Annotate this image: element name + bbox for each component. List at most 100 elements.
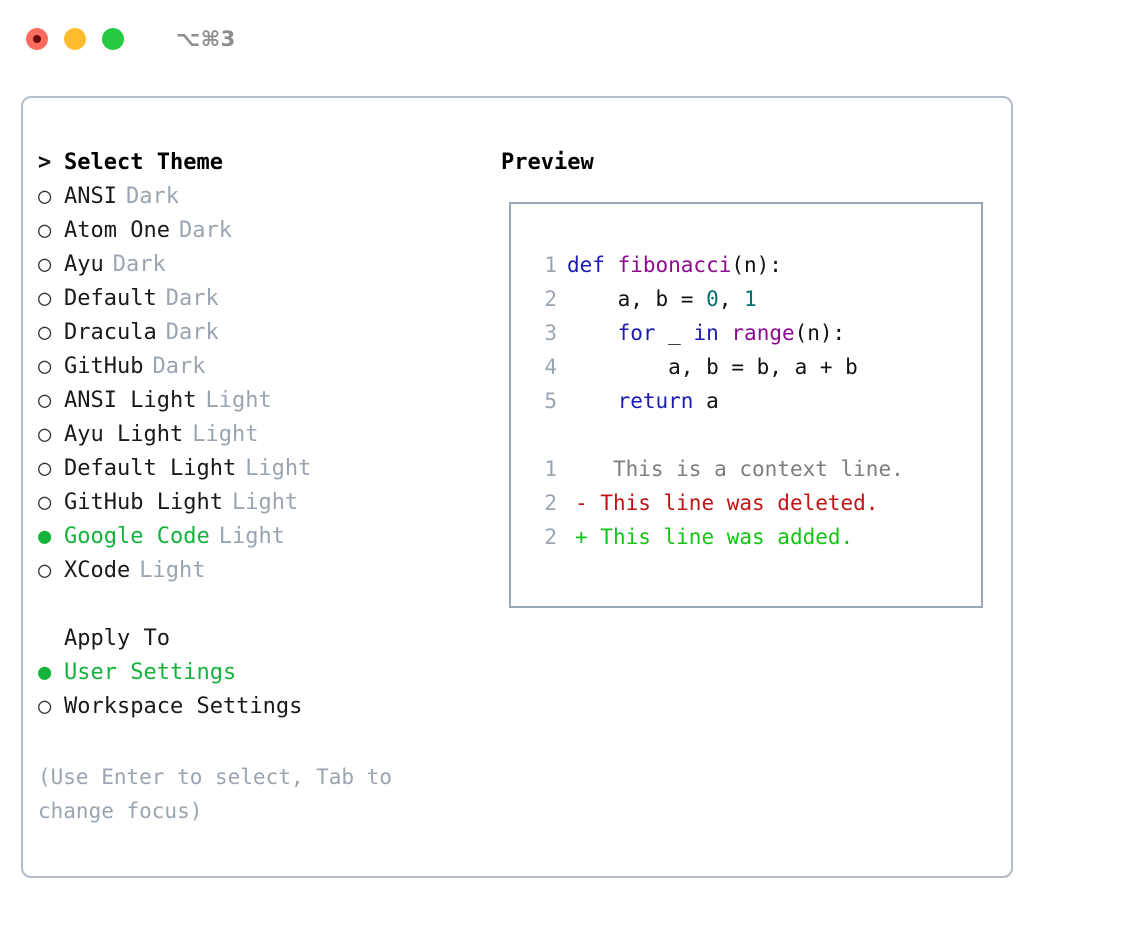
list-spacer bbox=[38, 588, 468, 622]
theme-variant-tag: Light bbox=[205, 388, 272, 413]
diff-line-number: 2 bbox=[544, 491, 557, 515]
radio-unselected-icon[interactable]: ○ bbox=[38, 422, 52, 447]
apply-to-header-label: Apply To bbox=[64, 626, 170, 651]
theme-list-item[interactable]: ○ Ayu Light Light bbox=[38, 418, 468, 452]
apply-to-list-item[interactable]: ●User Settings bbox=[38, 656, 468, 690]
code-line-text: a, b = b, a + b bbox=[567, 350, 858, 384]
code-token-plain: _ bbox=[655, 321, 694, 345]
code-line: 5 return a bbox=[523, 384, 973, 418]
close-window-button[interactable] bbox=[26, 28, 48, 50]
radio-unselected-icon[interactable]: ○ bbox=[38, 320, 52, 345]
theme-variant-tag: Light bbox=[218, 524, 285, 549]
radio-unselected-icon[interactable]: ○ bbox=[38, 558, 52, 583]
apply-to-list-item[interactable]: ○Workspace Settings bbox=[38, 690, 468, 724]
apply-to-list: ●User Settings○Workspace Settings bbox=[38, 656, 468, 724]
code-token-plain bbox=[719, 321, 732, 345]
diff-line-number: 2 bbox=[544, 525, 557, 549]
diff-line-text: This line was deleted. bbox=[587, 491, 879, 515]
radio-unselected-icon[interactable]: ○ bbox=[38, 184, 52, 209]
radio-unselected-icon[interactable]: ○ bbox=[38, 218, 52, 243]
radio-unselected-icon[interactable]: ○ bbox=[38, 388, 52, 413]
preview-column: Preview bbox=[501, 146, 991, 180]
code-token-num: 0 bbox=[706, 287, 719, 311]
radio-unselected-icon[interactable]: ○ bbox=[38, 286, 52, 311]
maximize-window-button[interactable] bbox=[102, 28, 124, 50]
apply-to-header: ○ Apply To bbox=[38, 622, 468, 656]
code-token-plain: , bbox=[718, 287, 745, 311]
code-line-number: 4 bbox=[544, 355, 557, 379]
code-line: 4 a, b = b, a + b bbox=[523, 350, 973, 384]
theme-list-item-label: GitHub bbox=[64, 354, 144, 379]
theme-list-item-label: Atom One bbox=[64, 218, 170, 243]
theme-variant-tag: Dark bbox=[152, 354, 206, 379]
code-line: 1 def fibonacci(n): bbox=[523, 248, 973, 282]
theme-list-item[interactable]: ○ Atom One Dark bbox=[38, 214, 468, 248]
theme-list-item-label: Ayu Light bbox=[64, 422, 184, 447]
select-theme-header: > Select Theme bbox=[38, 146, 468, 180]
code-token-fn: fibonacci bbox=[617, 253, 732, 277]
diff-line: 2- This line was deleted. bbox=[523, 486, 973, 520]
code-token-kw: for bbox=[617, 321, 656, 345]
code-token-kw: in bbox=[693, 321, 719, 345]
theme-variant-tag: Dark bbox=[125, 184, 179, 209]
theme-list-item-label: Default bbox=[64, 286, 157, 311]
code-line-text: a, b = 0, 1 bbox=[567, 282, 757, 316]
theme-list-item-label: GitHub Light bbox=[64, 490, 223, 515]
diff-marker: + bbox=[575, 525, 588, 549]
radio-unselected-icon[interactable]: ○ bbox=[38, 252, 52, 277]
diff-line: 2 + This line was added. bbox=[523, 520, 973, 554]
caret-icon: > bbox=[38, 150, 52, 175]
theme-variant-tag: Light bbox=[139, 558, 206, 583]
code-line-text: def fibonacci(n): bbox=[567, 248, 782, 282]
theme-list-item-label: Default Light bbox=[64, 456, 237, 481]
code-line-text: return a bbox=[567, 384, 719, 418]
code-token-kw: return bbox=[617, 389, 694, 413]
code-line: 3 for _ in range(n): bbox=[523, 316, 973, 350]
theme-list-item[interactable]: ○ ANSI Dark bbox=[38, 180, 468, 214]
code-line-number: 1 bbox=[544, 253, 557, 277]
theme-list-item[interactable]: ● Google Code Light bbox=[38, 520, 468, 554]
radio-unselected-icon[interactable]: ○ bbox=[38, 354, 52, 379]
code-token-fn: range bbox=[731, 321, 795, 345]
theme-list-item-label: ANSI bbox=[64, 184, 117, 209]
theme-list-item[interactable]: ○ GitHub Dark bbox=[38, 350, 468, 384]
theme-variant-tag: Light bbox=[192, 422, 259, 447]
code-token-plain: a, b = b, a + b bbox=[567, 355, 858, 379]
minimize-window-button[interactable] bbox=[64, 28, 86, 50]
diff-line-text: This line was added. bbox=[587, 525, 854, 549]
radio-selected-icon[interactable]: ● bbox=[38, 524, 52, 549]
theme-list-item[interactable]: ○ GitHub Light Light bbox=[38, 486, 468, 520]
diff-marker bbox=[567, 452, 588, 486]
code-token-plain: (n): bbox=[731, 253, 782, 277]
code-token-plain: a bbox=[693, 389, 719, 413]
apply-to-bullet-placeholder: ○ bbox=[38, 622, 64, 656]
title-bar: ⌥⌘3 bbox=[0, 0, 1140, 78]
code-token-plain bbox=[567, 321, 618, 345]
code-line: 2 a, b = 0, 1 bbox=[523, 282, 973, 316]
diff-line-number: 1 bbox=[544, 457, 557, 481]
code-diff-spacer bbox=[523, 418, 973, 452]
code-token-plain: (n): bbox=[794, 321, 846, 345]
code-line-number: 5 bbox=[544, 389, 557, 413]
code-line-number: 2 bbox=[544, 287, 557, 311]
radio-unselected-icon[interactable]: ○ bbox=[38, 456, 52, 481]
radio-unselected-icon[interactable]: ○ bbox=[38, 694, 52, 719]
theme-variant-tag: Dark bbox=[165, 320, 219, 345]
code-token-plain: a, b = bbox=[567, 287, 707, 311]
theme-variant-tag: Dark bbox=[178, 218, 232, 243]
radio-selected-icon[interactable]: ● bbox=[38, 660, 52, 685]
theme-variant-tag: Light bbox=[231, 490, 299, 515]
theme-list-item-label: XCode bbox=[64, 558, 131, 583]
theme-list-item-label: Google Code bbox=[64, 524, 210, 549]
radio-unselected-icon[interactable]: ○ bbox=[38, 490, 52, 515]
theme-list-item[interactable]: ○ XCode Light bbox=[38, 554, 468, 588]
